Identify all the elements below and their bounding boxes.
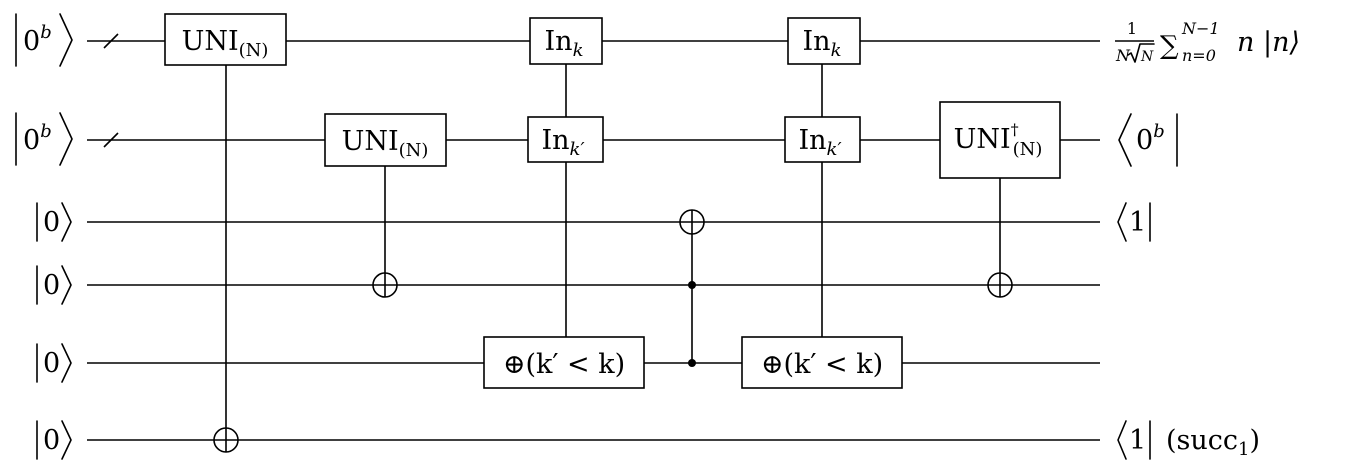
svg-text:0: 0 — [43, 425, 60, 456]
svg-text:1: 1 — [1129, 207, 1146, 238]
output-fraction-numerator: 1 — [1127, 19, 1137, 38]
gate-in-label: In — [798, 125, 826, 156]
summation-lower-limit: n=0 — [1182, 46, 1216, 65]
svg-text:UNI(N): UNI(N) — [182, 26, 269, 61]
input-ket-q4: 0 — [36, 343, 72, 383]
control-dot-q4 — [688, 359, 696, 367]
svg-text:UNI†(N): UNI†(N) — [954, 120, 1043, 160]
input-ket-q1: 0b — [15, 112, 73, 166]
svg-text:0: 0 — [43, 207, 60, 238]
gate-in-label: In — [545, 26, 573, 57]
gate-compare-label: ⊕(k′ < k) — [761, 349, 883, 380]
gate-uni-n-1: UNI(N) — [164, 13, 287, 66]
svg-text:UNI(N): UNI(N) — [342, 126, 429, 161]
sqrt-symbol — [1127, 43, 1155, 63]
svg-text:0b: 0b — [23, 121, 52, 156]
svg-text:Ink′: Ink′ — [541, 125, 584, 160]
gate-in-kprime-1: Ink′ — [527, 116, 604, 163]
register-slash-q0 — [103, 33, 119, 49]
summation-term: n |n⟩ — [1237, 27, 1300, 58]
gate-in-k-2: Ink — [787, 17, 861, 65]
gate-in-label: In — [541, 125, 569, 156]
gate-dagger-superscript: † — [1011, 120, 1019, 139]
gate-in-kprime-subscript: k′ — [827, 139, 842, 160]
control-dot-q3 — [688, 281, 696, 289]
gate-compare-label: ⊕(k′ < k) — [503, 349, 625, 380]
output-bra-q5: 1 (succ1) — [1117, 420, 1260, 460]
gate-in-kprime-2: Ink′ — [784, 116, 861, 163]
gate-uni-label: UNI — [182, 26, 239, 57]
register-slash-q1 — [103, 132, 119, 148]
gate-compare-2: ⊕(k′ < k) — [741, 336, 903, 389]
svg-text:0: 0 — [43, 270, 60, 301]
success-flag-label: (succ — [1166, 425, 1238, 456]
svg-text:(succ1): (succ1) — [1166, 425, 1260, 460]
svg-text:0: 0 — [43, 348, 60, 379]
target-q3-first — [372, 272, 398, 298]
gate-uni-dagger: UNI†(N) — [939, 101, 1061, 179]
input-ket-q5: 0 — [36, 420, 72, 460]
target-q2 — [679, 209, 705, 235]
gate-uni-label: UNI — [342, 126, 399, 157]
input-ket-q2: 0 — [36, 202, 72, 242]
gate-in-k-subscript: k — [573, 40, 584, 61]
output-fraction-denominator: N — [1115, 46, 1131, 65]
output-sqrt-argument: N — [1140, 49, 1154, 65]
input-ket-q0: 0b — [15, 13, 73, 67]
gate-uni-label: UNI — [954, 124, 1011, 155]
gate-uni-subscript: (N) — [399, 140, 429, 161]
output-q0-state: 1 N N ∑ N−1 n=0 n |n⟩ — [1115, 19, 1300, 65]
gate-uni-subscript: (N) — [1013, 139, 1043, 160]
summation-sign: ∑ — [1160, 31, 1179, 61]
gate-uni-n-2: UNI(N) — [324, 113, 447, 167]
gate-compare-1: ⊕(k′ < k) — [483, 336, 645, 389]
gate-uni-subscript: (N) — [239, 40, 269, 61]
svg-text:Ink: Ink — [545, 26, 584, 61]
summation-upper-limit: N−1 — [1181, 19, 1220, 38]
gate-in-label: In — [803, 26, 831, 57]
output-bra-q2: 1 — [1117, 202, 1151, 242]
svg-text:Ink: Ink — [803, 26, 842, 61]
gate-in-kprime-subscript: k′ — [570, 139, 585, 160]
svg-text:1: 1 — [1129, 425, 1146, 456]
gate-in-k-1: Ink — [529, 17, 603, 65]
svg-text:Ink′: Ink′ — [798, 125, 841, 160]
gate-in-k-subscript: k — [831, 40, 842, 61]
svg-text:0b: 0b — [1136, 121, 1165, 156]
input-ket-q3: 0 — [36, 265, 72, 305]
output-bra-q1: 0b — [1118, 113, 1178, 167]
svg-text:0b: 0b — [23, 22, 52, 57]
target-q5 — [213, 427, 239, 453]
target-q3-second — [987, 272, 1013, 298]
